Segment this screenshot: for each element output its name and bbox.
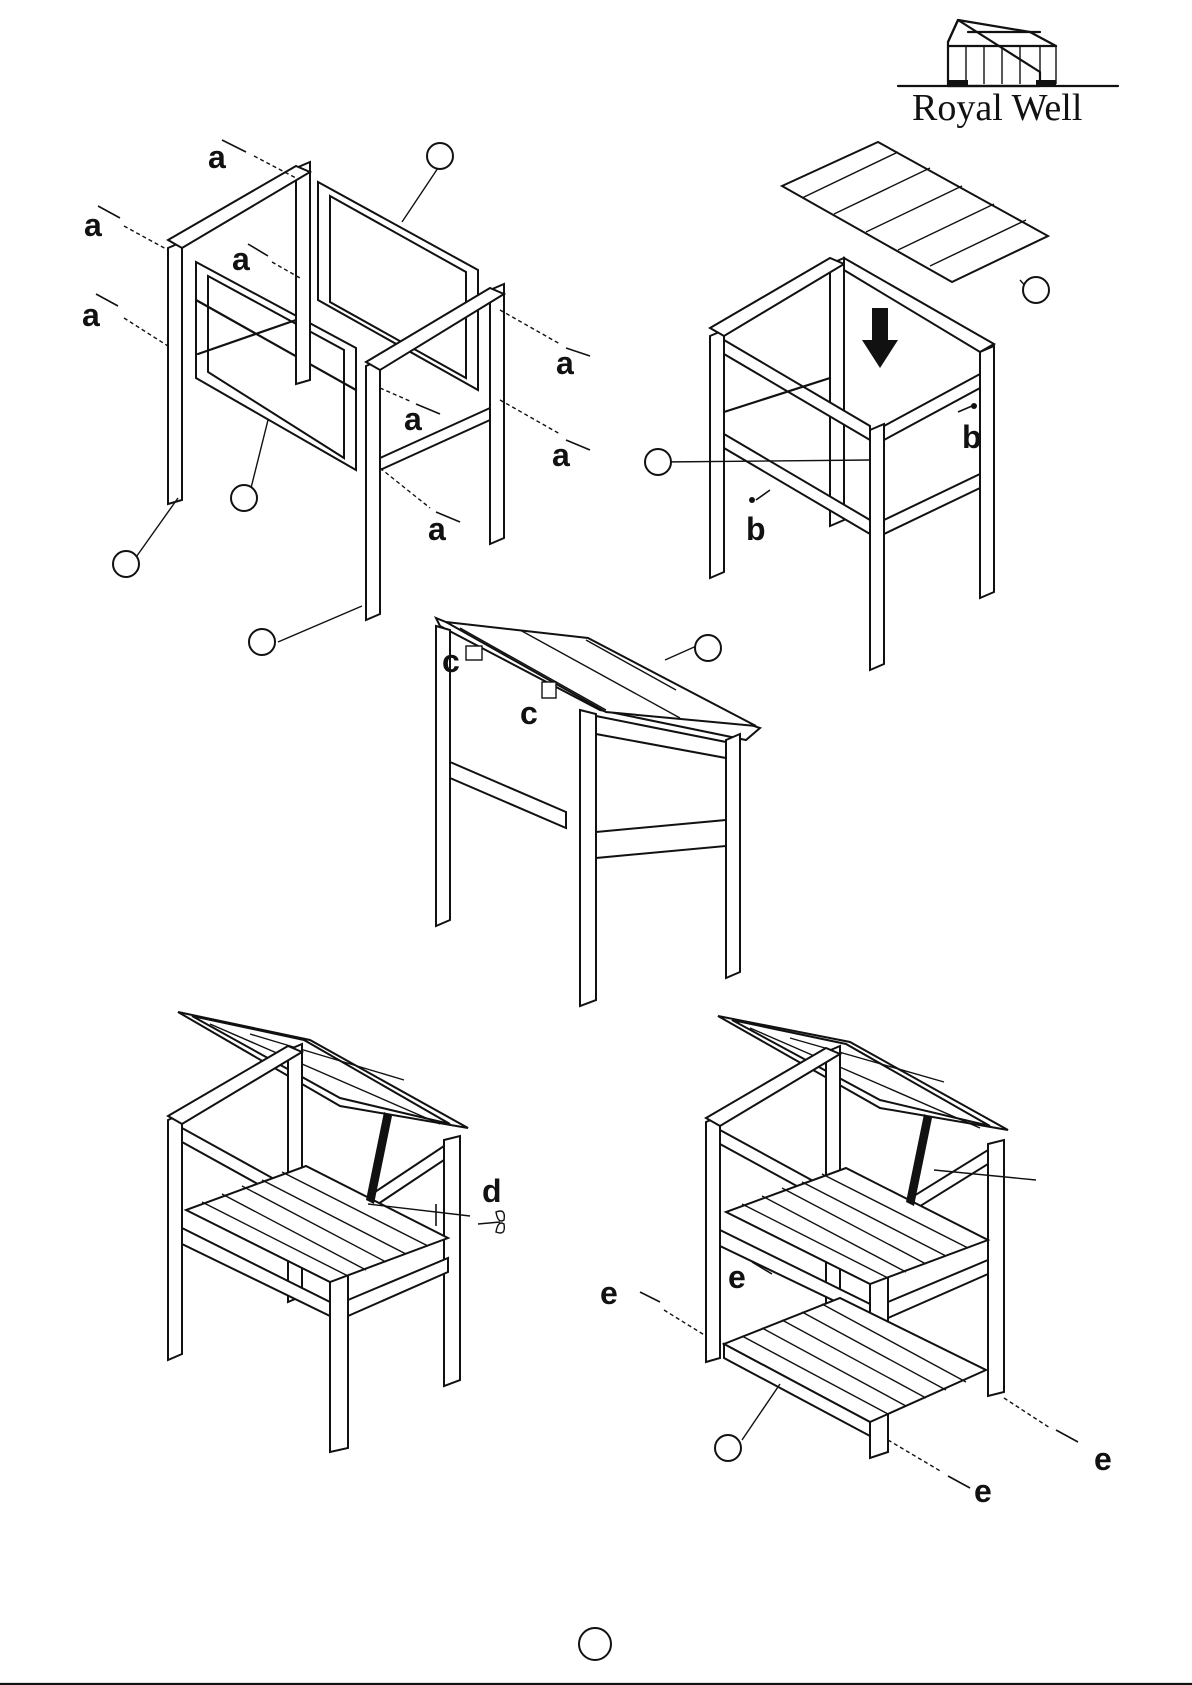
fastener-label-e: e: [600, 1275, 618, 1311]
fastener-label-a: a: [208, 139, 226, 175]
fastener-label-a: a: [556, 345, 574, 381]
fastener-label-b: b: [962, 419, 982, 455]
wing-nut-icon: [478, 1211, 504, 1233]
fastener-label-a: a: [404, 401, 422, 437]
greenhouse-logo-icon: [898, 20, 1118, 86]
step-4-lid-support: d: [168, 1012, 504, 1452]
fastener-label-d: d: [482, 1173, 502, 1209]
brand-name: Royal Well: [912, 87, 1082, 129]
part-callout-circle: [427, 143, 453, 169]
fastener-label-a: a: [552, 437, 570, 473]
brand-logo: Royal Well: [898, 20, 1118, 129]
fastener-label-e: e: [1094, 1441, 1112, 1477]
hinge-icon: [466, 646, 482, 660]
fastener-label-a: a: [428, 511, 446, 547]
part-callout-circle: [645, 449, 671, 475]
insert-arrow-icon: [862, 308, 898, 368]
part-callout-circle: [231, 485, 257, 511]
fastener-label-e: e: [974, 1473, 992, 1509]
fastener-label-b: b: [746, 511, 766, 547]
fastener-label-a: a: [232, 241, 250, 277]
step-3-lid-hinges: c c: [436, 618, 760, 1006]
fastener-label-c: c: [442, 643, 460, 679]
step-1-frame-assembly: a a a a a a a a: [82, 139, 590, 655]
fastener-label-c: c: [520, 695, 538, 731]
part-callout-circle: [695, 635, 721, 661]
part-callout-circle: [1023, 277, 1049, 303]
part-callout-circle: [249, 629, 275, 655]
part-callout-circle: [113, 551, 139, 577]
fastener-label-a: a: [82, 297, 100, 333]
fastener-label-a: a: [84, 207, 102, 243]
page-number-circle: [579, 1628, 611, 1660]
part-callout-circle: [715, 1435, 741, 1461]
step-5-bottom-shelf: e e e e: [600, 1016, 1112, 1509]
hinge-icon: [542, 682, 556, 698]
step-2-top-shelf-insertion: b b: [645, 142, 1049, 670]
fastener-label-e: e: [728, 1259, 746, 1295]
